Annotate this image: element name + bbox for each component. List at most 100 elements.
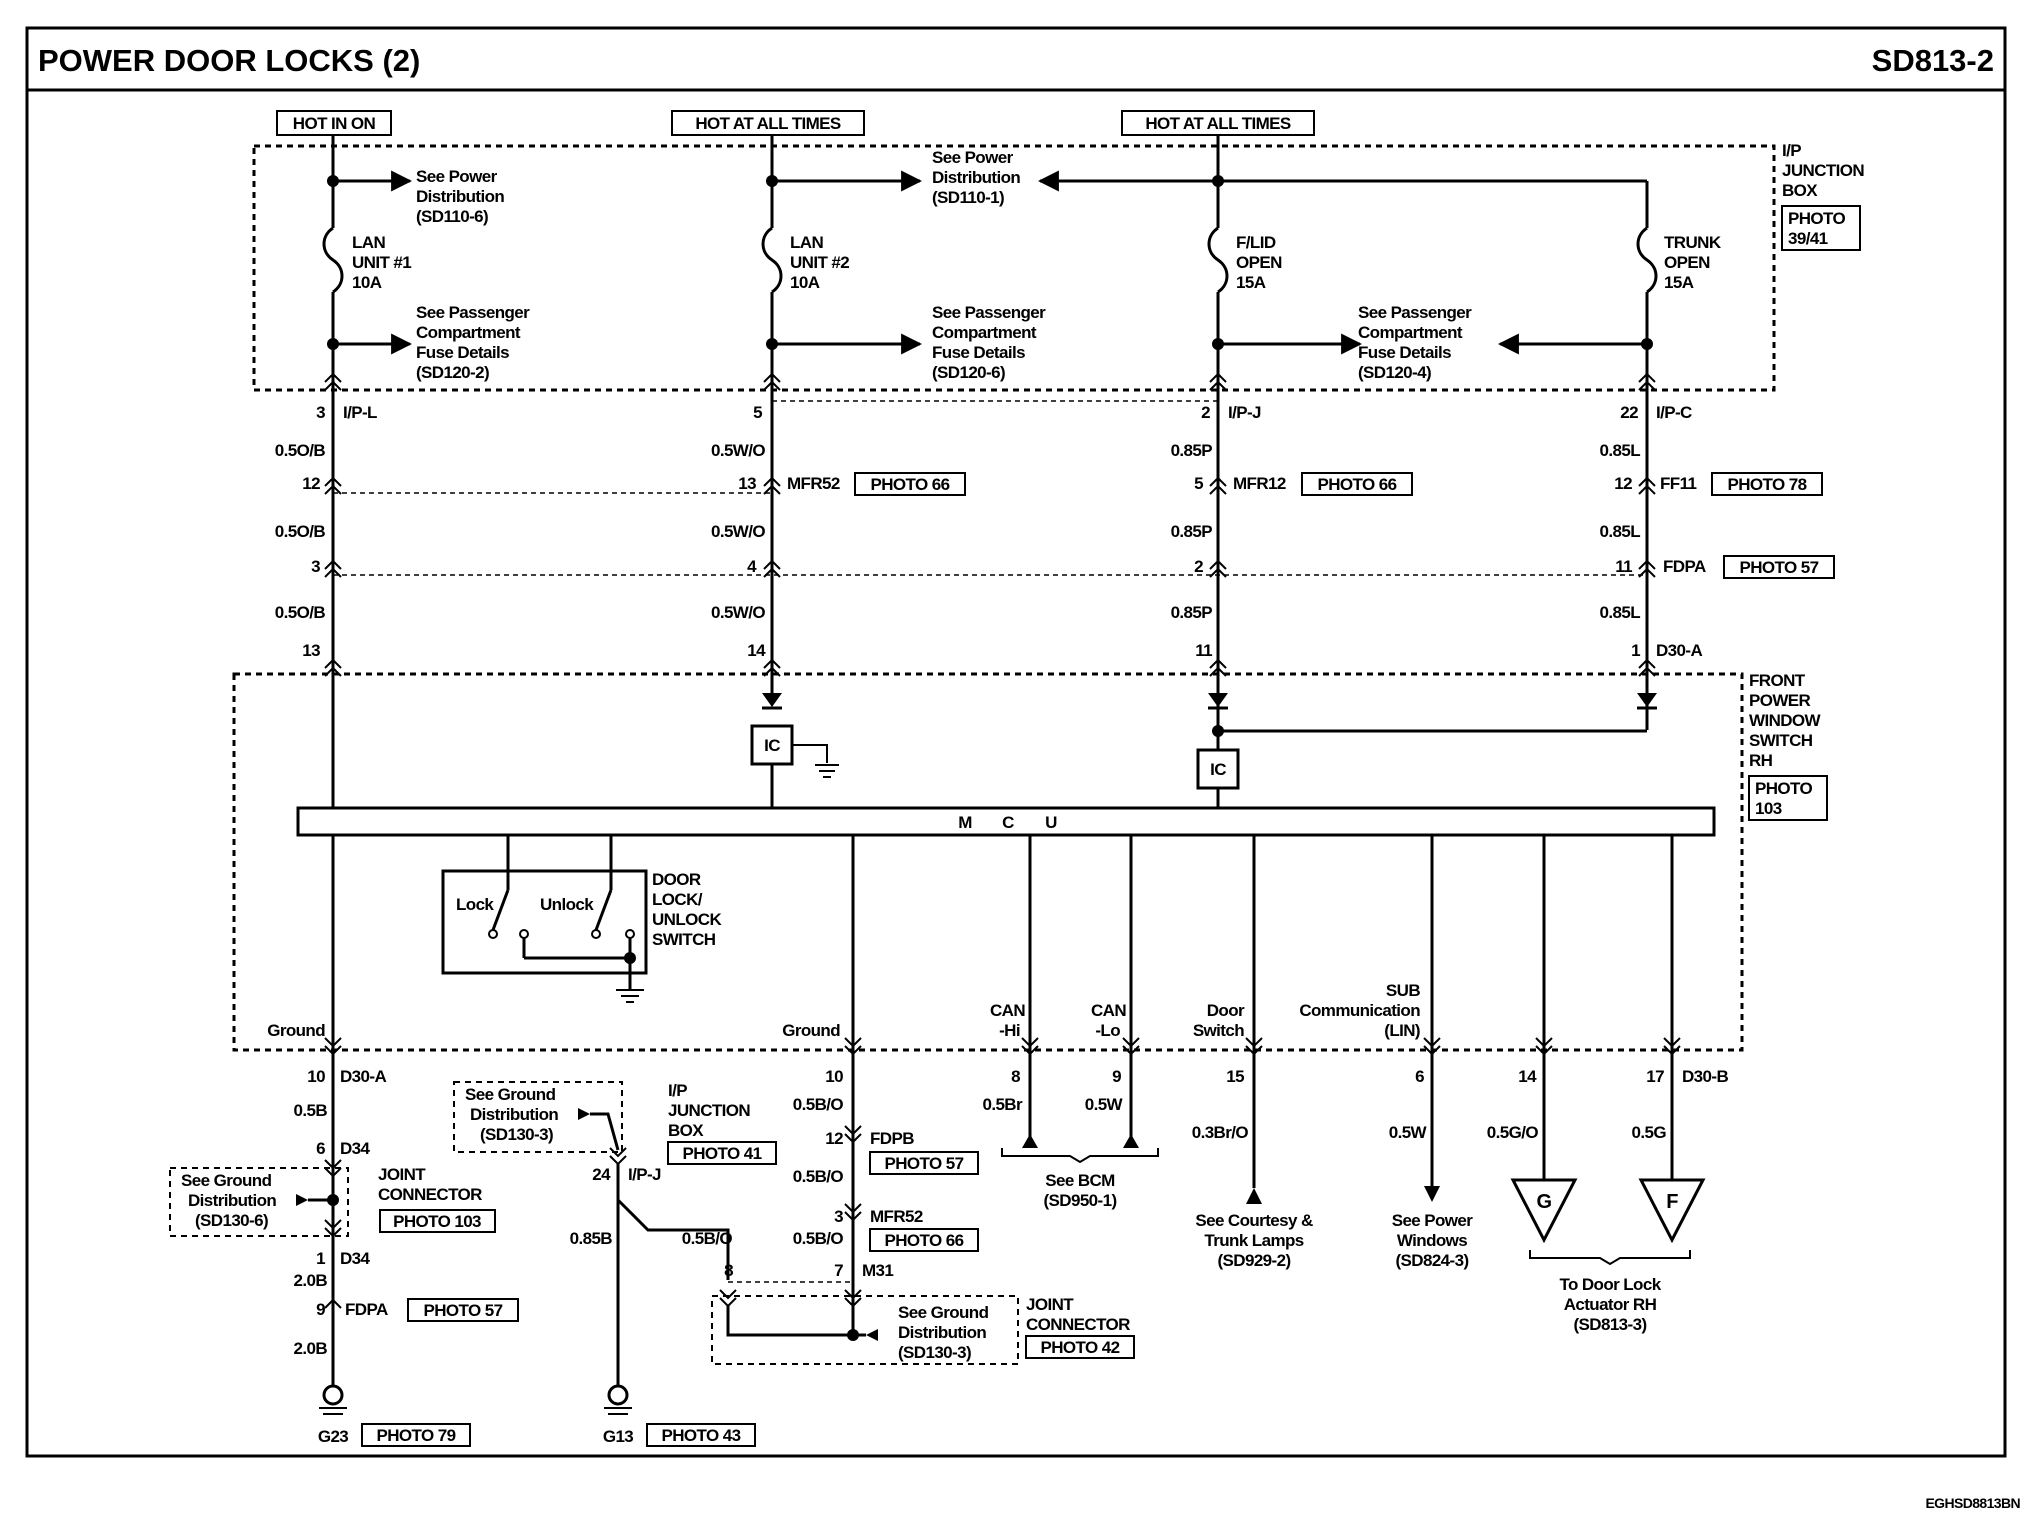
svg-text:Compartment: Compartment — [1358, 323, 1463, 342]
wire-labels-col2: 5 0.5W/O 13 MFR52 PHOTO 66 0.5W/O 4 0.5W… — [711, 403, 966, 660]
svg-text:JUNCTION: JUNCTION — [1782, 161, 1864, 180]
svg-text:10: 10 — [825, 1067, 843, 1086]
svg-text:0.85B: 0.85B — [570, 1229, 613, 1248]
svg-text:Distribution: Distribution — [416, 187, 504, 206]
svg-text:5: 5 — [1194, 474, 1203, 493]
svg-text:CAN: CAN — [990, 1001, 1025, 1020]
svg-text:PHOTO 43: PHOTO 43 — [662, 1426, 741, 1445]
svg-text:PHOTO 57: PHOTO 57 — [1740, 558, 1819, 577]
svg-text:(SD120-2): (SD120-2) — [416, 363, 489, 382]
svg-text:0.5O/B: 0.5O/B — [275, 603, 326, 622]
svg-text:17: 17 — [1646, 1067, 1664, 1086]
fuse-lan-unit-2: LAN UNIT #2 10A — [790, 233, 850, 292]
svg-text:I/P: I/P — [668, 1081, 687, 1100]
svg-text:12: 12 — [302, 474, 320, 493]
svg-text:PHOTO 66: PHOTO 66 — [871, 475, 950, 494]
svg-text:I/P-C: I/P-C — [1656, 403, 1692, 422]
wire-labels-col3: 2 I/P-J 0.85P 5 MFR12 PHOTO 66 0.85P 2 0… — [1171, 403, 1413, 660]
bottom-connector-chevrons — [324, 1037, 1681, 1056]
svg-text:0.85P: 0.85P — [1171, 522, 1213, 541]
svg-text:Distribution: Distribution — [932, 168, 1020, 187]
svg-text:0.85P: 0.85P — [1171, 603, 1213, 622]
svg-text:11: 11 — [1615, 557, 1632, 576]
svg-text:MFR12: MFR12 — [1233, 474, 1286, 493]
svg-text:OPEN: OPEN — [1664, 253, 1710, 272]
svg-text:Windows: Windows — [1397, 1231, 1467, 1250]
sub-lin-output: 6 0.5W See Power Windows (SD824-3) — [1389, 1067, 1474, 1270]
svg-text:MFR52: MFR52 — [787, 474, 840, 493]
svg-text:G: G — [1537, 1191, 1552, 1213]
svg-text:FDPA: FDPA — [345, 1300, 388, 1319]
svg-text:4: 4 — [747, 557, 757, 576]
svg-text:HOT IN ON: HOT IN ON — [293, 114, 376, 133]
svg-text:HOT AT ALL TIMES: HOT AT ALL TIMES — [1145, 114, 1291, 133]
svg-text:D30-A: D30-A — [340, 1067, 386, 1086]
svg-text:DOOR: DOOR — [652, 870, 701, 889]
svg-text:FF11: FF11 — [1660, 474, 1696, 493]
svg-text:(SD110-6): (SD110-6) — [416, 207, 488, 226]
svg-text:(SD130-6): (SD130-6) — [195, 1211, 268, 1230]
svg-text:(SD130-3): (SD130-3) — [480, 1125, 553, 1144]
svg-text:0.5B/O: 0.5B/O — [793, 1167, 844, 1186]
svg-text:PHOTO 78: PHOTO 78 — [1728, 475, 1807, 494]
ip-junction-box — [252, 144, 1776, 392]
connector-chevrons — [324, 372, 1656, 677]
power-source-2: HOT AT ALL TIMES — [671, 110, 865, 136]
svg-text:LOCK/: LOCK/ — [652, 890, 703, 909]
svg-text:(SD929-2): (SD929-2) — [1217, 1251, 1290, 1270]
svg-text:-Hi: -Hi — [999, 1021, 1020, 1040]
can-bus: 8 0.5Br 9 0.5W See BCM (SD950-1) — [982, 1067, 1159, 1210]
svg-text:0.5W: 0.5W — [1389, 1123, 1428, 1142]
svg-text:See Power: See Power — [932, 148, 1014, 167]
svg-text:13: 13 — [738, 474, 756, 493]
svg-text:2.0B: 2.0B — [293, 1339, 327, 1358]
wire-labels-col1: 3 I/P-L 0.5O/B 12 0.5O/B 3 0.5O/B 13 — [275, 403, 378, 660]
svg-text:2: 2 — [1201, 403, 1210, 422]
svg-text:103: 103 — [1755, 799, 1782, 818]
svg-text:HOT AT ALL TIMES: HOT AT ALL TIMES — [695, 114, 841, 133]
svg-text:PHOTO: PHOTO — [1755, 779, 1813, 798]
svg-text:15: 15 — [1226, 1067, 1244, 1086]
svg-text:Switch: Switch — [1193, 1021, 1244, 1040]
svg-text:0.5B/O: 0.5B/O — [682, 1229, 733, 1248]
svg-text:PHOTO: PHOTO — [1788, 209, 1846, 228]
svg-text:0.3Br/O: 0.3Br/O — [1192, 1123, 1249, 1142]
svg-text:PHOTO 103: PHOTO 103 — [393, 1212, 481, 1231]
svg-text:(SD824-3): (SD824-3) — [1395, 1251, 1468, 1270]
svg-text:D30-A: D30-A — [1656, 641, 1702, 660]
svg-text:See Ground: See Ground — [898, 1303, 989, 1322]
svg-text:RH: RH — [1749, 751, 1773, 770]
svg-text:FDPA: FDPA — [1663, 557, 1706, 576]
svg-text:SUB: SUB — [1386, 981, 1420, 1000]
svg-text:Communication: Communication — [1299, 1001, 1420, 1020]
svg-text:U: U — [1045, 813, 1057, 832]
svg-text:1: 1 — [316, 1249, 325, 1268]
svg-text:0.5W/O: 0.5W/O — [711, 441, 765, 460]
svg-text:POWER: POWER — [1749, 691, 1811, 710]
svg-text:15A: 15A — [1236, 273, 1266, 292]
svg-text:Compartment: Compartment — [932, 323, 1037, 342]
svg-text:3: 3 — [316, 403, 325, 422]
svg-text:I/P-L: I/P-L — [343, 403, 377, 422]
front-power-window-switch — [232, 672, 1744, 1052]
svg-text:6: 6 — [1415, 1067, 1424, 1086]
svg-text:WINDOW: WINDOW — [1749, 711, 1822, 730]
mcu-bar: M C U — [296, 806, 1716, 837]
ref-power-dist-2: See Power Distribution (SD110-1) — [932, 148, 1021, 207]
svg-text:-Lo: -Lo — [1095, 1021, 1120, 1040]
svg-text:7: 7 — [834, 1261, 843, 1280]
svg-text:CONNECTOR: CONNECTOR — [1026, 1315, 1130, 1334]
ground-circuit-1: 10 D30-A 0.5B 6 D34 1 D34 2.0B 9 FDPA PH… — [293, 1067, 519, 1447]
svg-text:0.5O/B: 0.5O/B — [275, 441, 326, 460]
svg-text:9: 9 — [316, 1300, 325, 1319]
svg-text:C: C — [1002, 813, 1014, 832]
svg-text:LAN: LAN — [352, 233, 385, 252]
svg-text:12: 12 — [1614, 474, 1632, 493]
svg-text:(SD950-1): (SD950-1) — [1043, 1191, 1116, 1210]
svg-text:PHOTO 57: PHOTO 57 — [424, 1301, 503, 1320]
fuse-lan-unit-1: LAN UNIT #1 10A — [352, 233, 412, 292]
circuit-column-1 — [322, 135, 413, 1395]
svg-text:PHOTO 41: PHOTO 41 — [683, 1144, 762, 1163]
svg-text:G23: G23 — [318, 1427, 348, 1446]
